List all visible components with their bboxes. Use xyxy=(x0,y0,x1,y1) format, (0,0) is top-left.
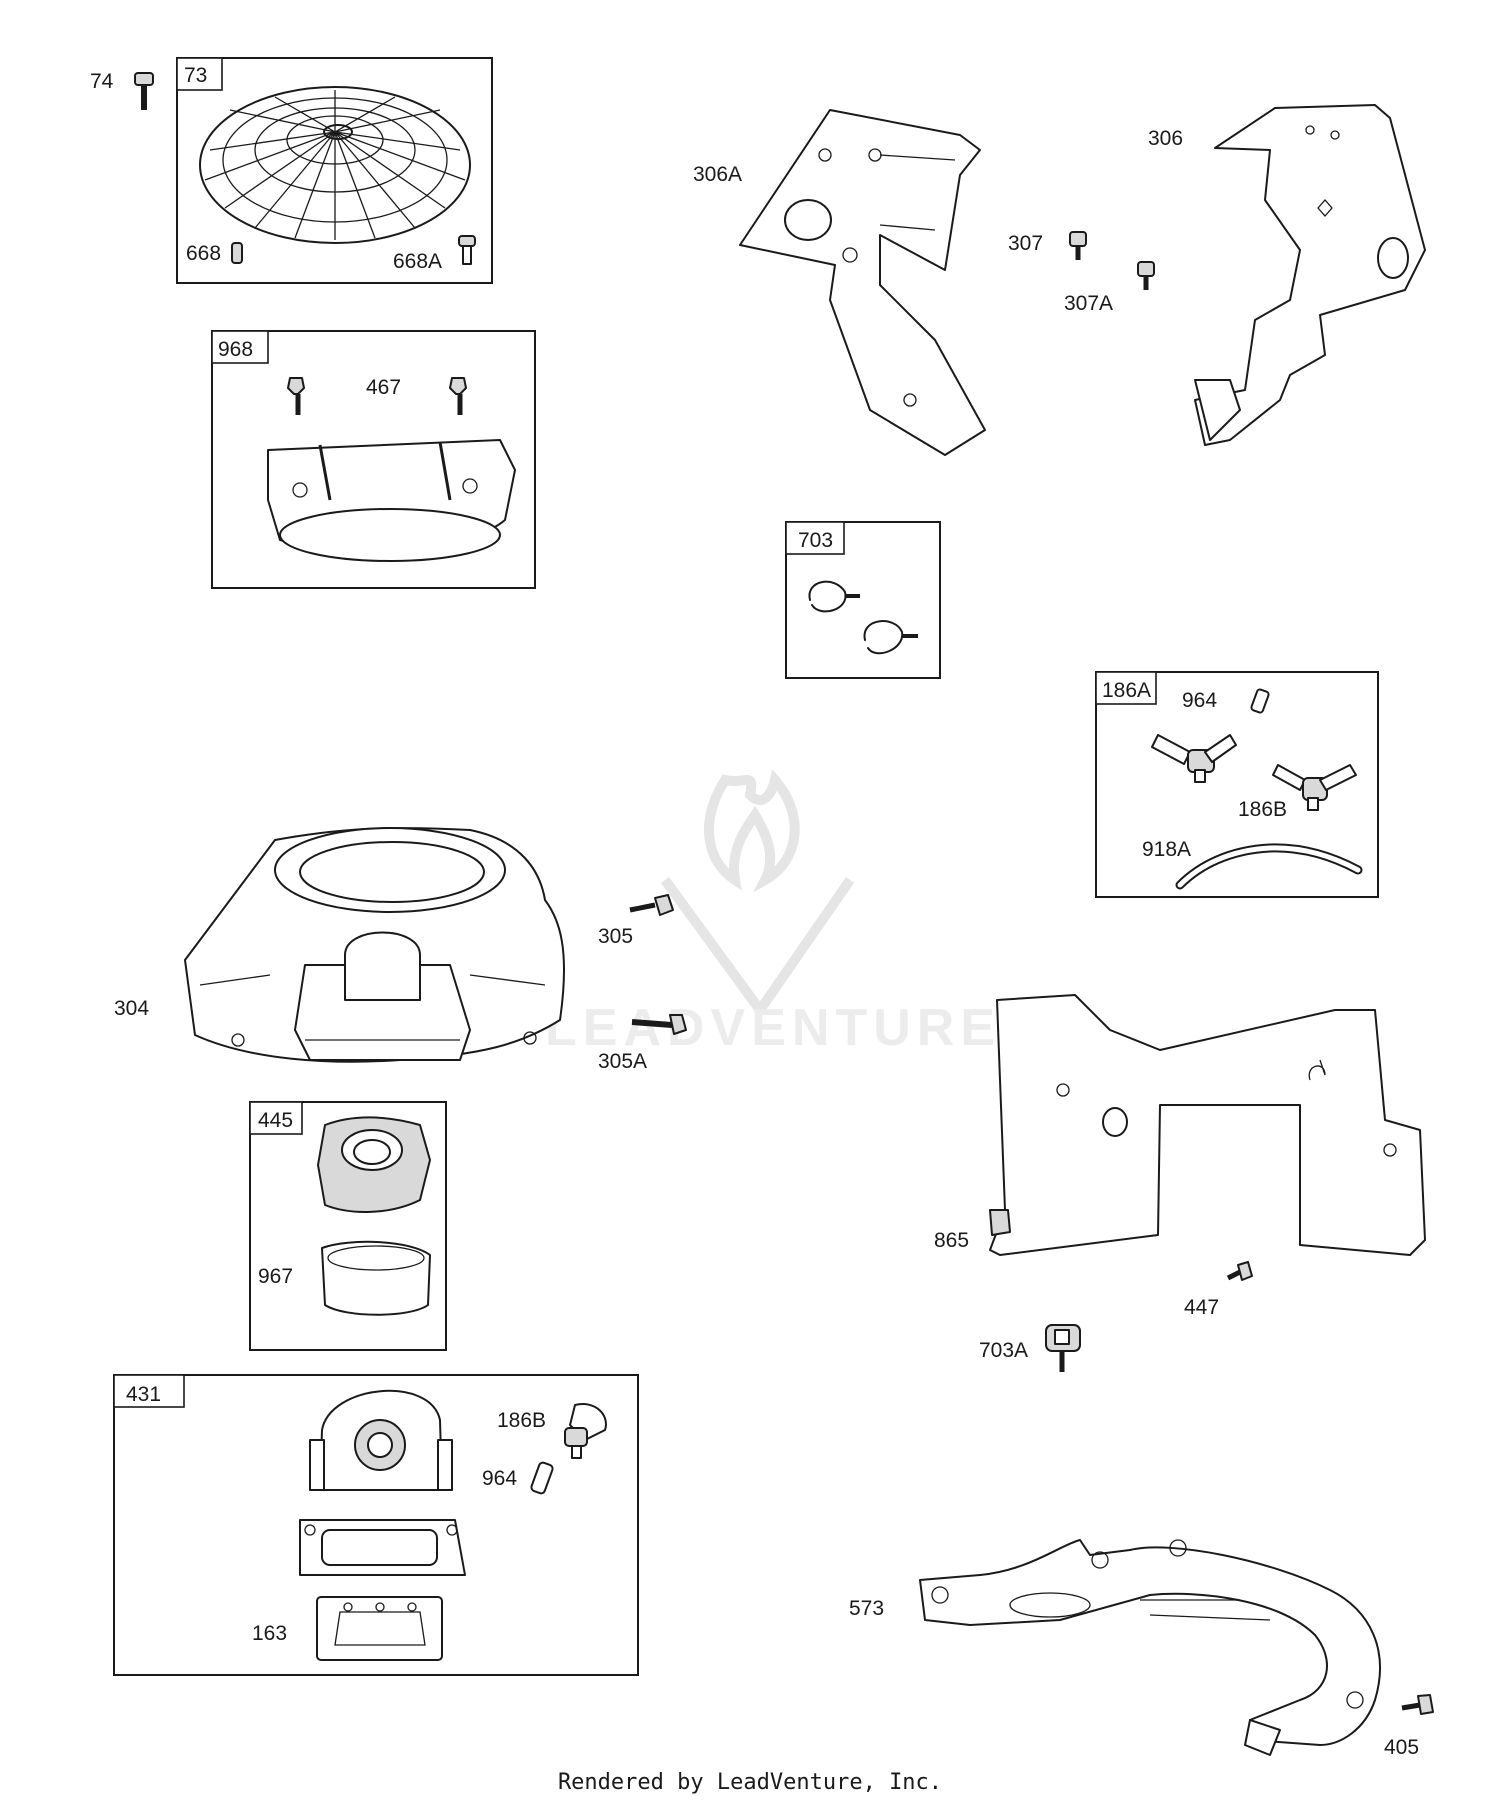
hose-918a-icon xyxy=(1175,843,1363,890)
label-967: 967 xyxy=(258,1265,293,1288)
label-307a: 307A xyxy=(1064,292,1113,315)
tag-445 xyxy=(249,1101,303,1135)
label-163: 163 xyxy=(252,1622,287,1645)
label-186a: 186A xyxy=(1102,679,1151,702)
label-186b-a: 186B xyxy=(1238,798,1287,821)
label-305: 305 xyxy=(598,925,633,948)
rotating-screen-icon xyxy=(199,86,471,244)
label-703: 703 xyxy=(798,529,833,552)
label-306: 306 xyxy=(1148,127,1183,150)
fuel-pump-431-icon xyxy=(299,1389,466,1576)
screw-74-icon xyxy=(134,72,154,110)
label-445: 445 xyxy=(258,1109,293,1132)
label-467: 467 xyxy=(366,376,401,399)
air-guide-icon xyxy=(267,439,516,562)
shroud-306-icon xyxy=(1194,104,1426,446)
label-447: 447 xyxy=(1184,1296,1219,1319)
label-405: 405 xyxy=(1384,1736,1419,1759)
clip-703a-icon xyxy=(1045,1324,1081,1372)
box-968 xyxy=(211,330,536,589)
duct-445-icon xyxy=(317,1116,431,1213)
screw-405-icon xyxy=(1401,1694,1434,1715)
watermark-logo xyxy=(660,769,855,1019)
label-865: 865 xyxy=(934,1229,969,1252)
label-968: 968 xyxy=(218,338,253,361)
screw-668a-icon xyxy=(458,235,476,265)
tag-186a xyxy=(1095,671,1157,705)
housing-base-573-icon xyxy=(919,1539,1381,1756)
fitting-186b-b-pump-icon xyxy=(564,1403,607,1459)
pin-668-icon xyxy=(231,242,243,264)
fitting-186b-b-icon xyxy=(1272,764,1357,811)
gasket-163-icon xyxy=(316,1596,443,1661)
tube-964-a-icon xyxy=(1250,688,1270,714)
tube-964-b-icon xyxy=(530,1461,554,1495)
box-73 xyxy=(176,57,493,284)
label-918a: 918A xyxy=(1142,838,1191,861)
label-964-b: 964 xyxy=(482,1467,517,1490)
tag-968 xyxy=(211,330,269,364)
box-431 xyxy=(113,1374,639,1676)
label-964-a: 964 xyxy=(1182,689,1217,712)
screw-447-icon xyxy=(1226,1261,1253,1281)
label-305a: 305A xyxy=(598,1050,647,1073)
screw-305a-icon xyxy=(631,1014,687,1035)
screw-307a-icon xyxy=(1137,261,1155,290)
label-186b-b: 186B xyxy=(497,1409,546,1432)
screw-307-icon xyxy=(1069,231,1087,260)
screw-305-icon xyxy=(629,894,674,916)
tag-431 xyxy=(113,1374,185,1408)
box-186a xyxy=(1095,671,1379,898)
label-306a: 306A xyxy=(693,163,742,186)
footer-credit: Rendered by LeadVenture, Inc. xyxy=(557,1770,943,1795)
box-445 xyxy=(249,1101,447,1351)
clip-703-lower-icon xyxy=(863,620,918,655)
shroud-306a-icon xyxy=(739,109,986,456)
label-668: 668 xyxy=(186,242,221,265)
baffle-865-icon xyxy=(989,994,1426,1256)
watermark-text: LEADVENTURE xyxy=(545,999,1001,1057)
screw-467-left-icon xyxy=(287,377,305,415)
label-307: 307 xyxy=(1008,232,1043,255)
tag-73 xyxy=(176,57,223,91)
seal-967-icon xyxy=(321,1240,431,1316)
blower-housing-icon xyxy=(184,827,565,1063)
label-304: 304 xyxy=(114,997,149,1020)
screw-467-right-icon xyxy=(449,377,467,415)
label-573: 573 xyxy=(849,1597,884,1620)
fitting-186b-a-icon xyxy=(1151,734,1237,783)
box-703 xyxy=(785,521,941,679)
tag-703 xyxy=(785,521,845,555)
label-703a: 703A xyxy=(979,1339,1028,1362)
label-74: 74 xyxy=(90,70,114,93)
label-668a: 668A xyxy=(393,250,442,273)
label-73: 73 xyxy=(184,64,207,87)
clip-703-upper-icon xyxy=(808,580,860,613)
label-431: 431 xyxy=(126,1383,161,1406)
